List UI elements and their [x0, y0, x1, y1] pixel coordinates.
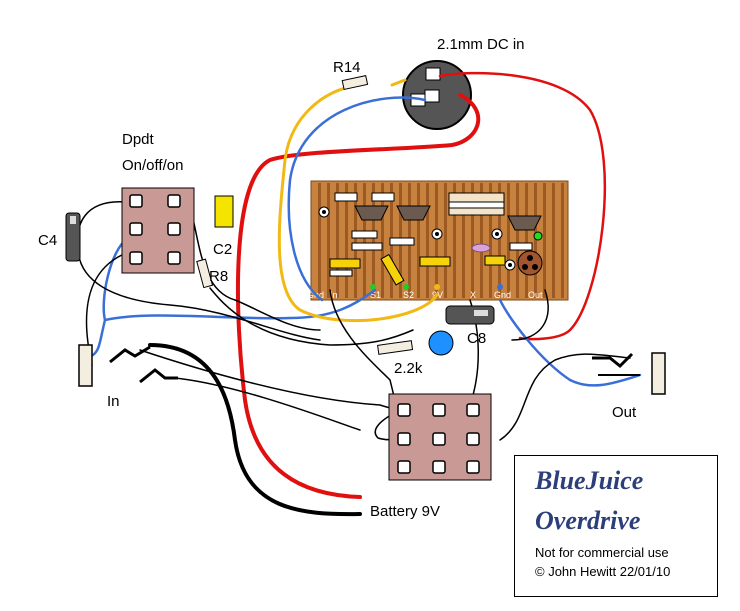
copper-strip — [453, 183, 456, 298]
board-resistor — [329, 269, 353, 277]
wire-blue-in — [102, 236, 377, 322]
pin-s1: S1 — [370, 290, 381, 300]
label-2k2: 2.2k — [394, 360, 423, 377]
copper-strip — [318, 183, 321, 298]
label-dpdt-mode: On/off/on — [122, 157, 183, 174]
copper-strip — [561, 183, 564, 298]
copper-strip — [543, 183, 546, 298]
board-resistor — [351, 230, 378, 239]
pin-x: X — [470, 290, 476, 300]
copper-strip — [381, 183, 384, 298]
pin-s2: S2 — [403, 290, 414, 300]
copper-strip — [372, 183, 375, 298]
copper-strip — [354, 183, 357, 298]
copper-strip — [525, 183, 528, 298]
copper-strip — [489, 183, 492, 298]
board-led — [533, 231, 543, 241]
board-resistor — [389, 237, 415, 246]
pin-out: Out — [528, 290, 543, 300]
label-c8: C8 — [467, 330, 486, 347]
resistor-r14 — [341, 75, 369, 91]
label-r14: R14 — [333, 59, 361, 76]
copper-strip — [444, 183, 447, 298]
resistor-r8 — [196, 258, 214, 289]
wire-blue-out — [498, 298, 642, 387]
capacitor-c2 — [214, 195, 234, 228]
capacitor-c4 — [65, 212, 81, 262]
board-transistor — [396, 205, 431, 221]
copper-strip — [327, 183, 330, 298]
dc-jack — [402, 60, 472, 130]
copper-strip — [552, 183, 555, 298]
copper-strip — [462, 183, 465, 298]
label-c2: C2 — [213, 241, 232, 258]
wire-black-battery — [148, 343, 362, 517]
resistor-2k2 — [377, 340, 414, 355]
input-jack — [78, 344, 178, 387]
wire-red-battery — [235, 93, 481, 499]
title-note: Not for commercial use — [535, 545, 669, 560]
footswitch — [388, 393, 492, 481]
output-jack — [592, 352, 666, 395]
copper-strip — [498, 183, 501, 298]
label-battery: Battery 9V — [370, 503, 440, 520]
board-resistor — [351, 242, 383, 251]
copper-strip — [480, 183, 483, 298]
title-bluejuice: BlueJuice — [535, 466, 644, 495]
wire-black-jack — [139, 349, 404, 411]
copper-strip — [516, 183, 519, 298]
wire-black-2 — [188, 202, 321, 331]
pin-in: In — [330, 290, 338, 300]
board-resistor — [448, 201, 505, 209]
copper-strips — [318, 183, 564, 298]
copper-strip — [534, 183, 537, 298]
copper-strip — [345, 183, 348, 298]
board-electrolytic — [517, 250, 543, 276]
wire-black-3 — [209, 287, 414, 346]
board-jumper — [329, 258, 361, 269]
wire-red-dc — [438, 71, 607, 341]
title-overdrive: Overdrive — [535, 506, 641, 535]
board-transistor — [507, 215, 542, 231]
wire-yellow — [277, 83, 439, 323]
board-transistor — [354, 205, 389, 221]
board-resistor — [371, 192, 395, 202]
title-credit: © John Hewitt 22/01/10 — [535, 564, 671, 579]
board-resistor — [509, 242, 533, 251]
label-in: In — [107, 393, 120, 410]
board-resistor — [334, 192, 358, 202]
label-r8: R8 — [209, 268, 228, 285]
board-jumper — [419, 256, 451, 267]
capacitor-blue — [428, 330, 454, 356]
label-dpdt: Dpdt — [122, 131, 155, 148]
board-jumper — [484, 255, 506, 266]
copper-strip — [426, 183, 429, 298]
wires — [76, 71, 642, 517]
dpdt-switch — [121, 187, 195, 274]
copper-strip — [417, 183, 420, 298]
label-dc-in: 2.1mm DC in — [437, 36, 525, 53]
label-c4: C4 — [38, 232, 57, 249]
copper-strip — [471, 183, 474, 298]
board-capacitor-small — [471, 243, 491, 253]
copper-strip — [435, 183, 438, 298]
copper-strip — [507, 183, 510, 298]
stripboard: Gnd In S1 S2 9V X Gnd Out — [307, 180, 569, 301]
board-jumper — [380, 253, 405, 286]
title-block: BlueJuice Overdrive Not for commercial u… — [514, 455, 718, 597]
wire-black-1 — [76, 201, 321, 341]
wire-blue-dc — [287, 96, 427, 302]
pin-gnd-right: Gnd — [494, 290, 511, 300]
label-out: Out — [612, 404, 637, 421]
copper-strip — [363, 183, 366, 298]
copper-strip — [336, 183, 339, 298]
